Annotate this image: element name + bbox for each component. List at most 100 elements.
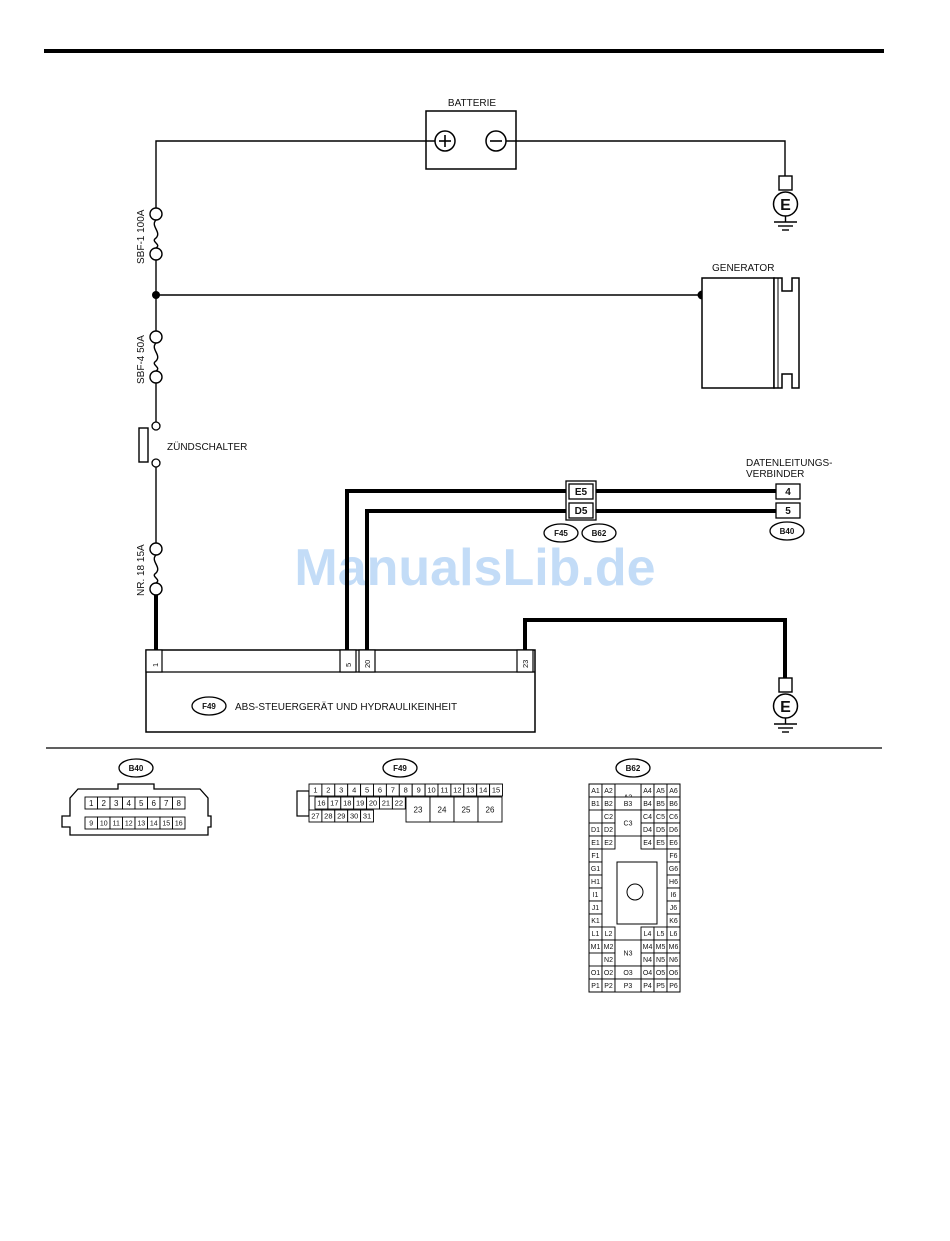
- pin-label: 16: [175, 821, 183, 828]
- pin-label: I6: [671, 892, 677, 899]
- pin-label: 3: [339, 786, 343, 795]
- pin-label: D1: [591, 827, 600, 834]
- pin-label: M5: [656, 944, 666, 951]
- pin-label: 26: [486, 805, 495, 814]
- pin-label: O4: [643, 970, 652, 977]
- pin-label: 9: [417, 786, 421, 795]
- pin-label: 4: [127, 799, 132, 808]
- pin-label: 12: [125, 821, 133, 828]
- fuse-nr-18-label: NR. 18 15A: [136, 544, 147, 596]
- generator-label: GENERATOR: [712, 263, 774, 274]
- pin-label: M4: [643, 944, 653, 951]
- watermark: ManualsLib.de: [294, 539, 655, 597]
- pin-cell: [405, 796, 431, 823]
- abs-pin-5: 5: [344, 663, 353, 667]
- pin-label: D4: [643, 827, 652, 834]
- pin-label: E1: [591, 840, 600, 847]
- pin-label: 13: [137, 821, 145, 828]
- battery: BATTERIE: [425, 98, 517, 170]
- pin-label: C2: [604, 814, 613, 821]
- pin-cell: [614, 809, 642, 837]
- pin-label: 13: [466, 786, 474, 795]
- pin-label: E6: [669, 840, 678, 847]
- pin-label: P4: [643, 983, 652, 990]
- connector-id-b62: B62: [592, 529, 607, 538]
- pin-label: 21: [382, 799, 390, 808]
- generator: GENERATOR: [701, 263, 800, 389]
- mid-connector-pin-d5: D5: [575, 506, 588, 517]
- pin-label: L4: [644, 931, 652, 938]
- pin-label: 20: [369, 799, 377, 808]
- pin-label: H1: [591, 879, 600, 886]
- abs-unit: 1 5 20 23 F49 ABS-STEUERGERÄT UND HYDRAU…: [145, 649, 536, 733]
- pin-label: 22: [395, 799, 403, 808]
- pin-label: 31: [363, 812, 371, 821]
- pin-label: 28: [324, 812, 332, 821]
- fuse-sbf-4-label: SBF-4 50A: [136, 335, 147, 384]
- pin-label: 1: [313, 786, 317, 795]
- pin-label: 6: [378, 786, 382, 795]
- fuse-sbf-1: SBF-1 100A: [136, 207, 163, 264]
- pin-label: 30: [350, 812, 358, 821]
- pin-label: 9: [89, 821, 93, 828]
- pin-label: O6: [669, 970, 678, 977]
- pin-label: 15: [162, 821, 170, 828]
- can-low-wire-left: [365, 509, 569, 650]
- pin-label: K1: [591, 918, 600, 925]
- pin-label: 11: [113, 821, 120, 828]
- pin-label: B1: [591, 801, 600, 808]
- pin-label: L2: [605, 931, 613, 938]
- pin-label: P2: [604, 983, 613, 990]
- pin-label: A2: [604, 788, 613, 795]
- pin-label: D5: [656, 827, 665, 834]
- abs-pin-1: 1: [151, 663, 160, 667]
- pin-label: 3: [114, 799, 119, 808]
- pin-label: I1: [593, 892, 599, 899]
- pin-label: C3: [624, 821, 633, 828]
- pin-cell: [601, 835, 616, 850]
- data-link-connector: DATENLEITUNGS- VERBINDER 4 5 B40: [746, 458, 833, 541]
- battery-box: [425, 110, 517, 170]
- pin-label: D2: [604, 827, 613, 834]
- pin-label: 7: [164, 799, 169, 808]
- fuse-nr-18: NR. 18 15A: [136, 542, 163, 596]
- battery-label: BATTERIE: [448, 98, 496, 109]
- generator-body: [701, 277, 775, 389]
- pin-label: J6: [670, 905, 678, 912]
- pin-label: 15: [492, 786, 500, 795]
- pin-label: E5: [656, 840, 665, 847]
- can-high-wire-left: [345, 489, 569, 650]
- header-rule: [44, 49, 884, 53]
- pin-label: K6: [669, 918, 678, 925]
- mid-connector-pin-e5: E5: [575, 487, 588, 498]
- pin-label: 5: [139, 799, 144, 808]
- pin-label: 27: [311, 812, 319, 821]
- pin-label: 23: [414, 805, 423, 814]
- battery-positive-wire: [155, 140, 435, 208]
- pin-label: 6: [152, 799, 157, 808]
- pin-label: 14: [479, 786, 487, 795]
- connector-id-b40: B40: [780, 527, 795, 536]
- pin-label: O1: [591, 970, 600, 977]
- pin-cell: [172, 816, 186, 830]
- pin-label: 14: [150, 821, 158, 828]
- pin-label: 1: [89, 799, 94, 808]
- pin-label: P1: [591, 983, 600, 990]
- pin-label: G1: [591, 866, 600, 873]
- data-link-pin-5: 5: [785, 506, 791, 517]
- pin-label: D6: [669, 827, 678, 834]
- pin-label: A5: [656, 788, 665, 795]
- pin-label: C4: [643, 814, 652, 821]
- pin-label: N5: [656, 957, 665, 964]
- connector-view-b62-title: B62: [626, 764, 641, 773]
- connector-view-b40-title: B40: [129, 764, 144, 773]
- pin-label: 5: [365, 786, 369, 795]
- pin-label: 4: [352, 786, 356, 795]
- data-link-label-2: VERBINDER: [746, 469, 804, 480]
- pin-label: 10: [427, 786, 435, 795]
- pin-label: 12: [453, 786, 461, 795]
- pin-label: A1: [591, 788, 600, 795]
